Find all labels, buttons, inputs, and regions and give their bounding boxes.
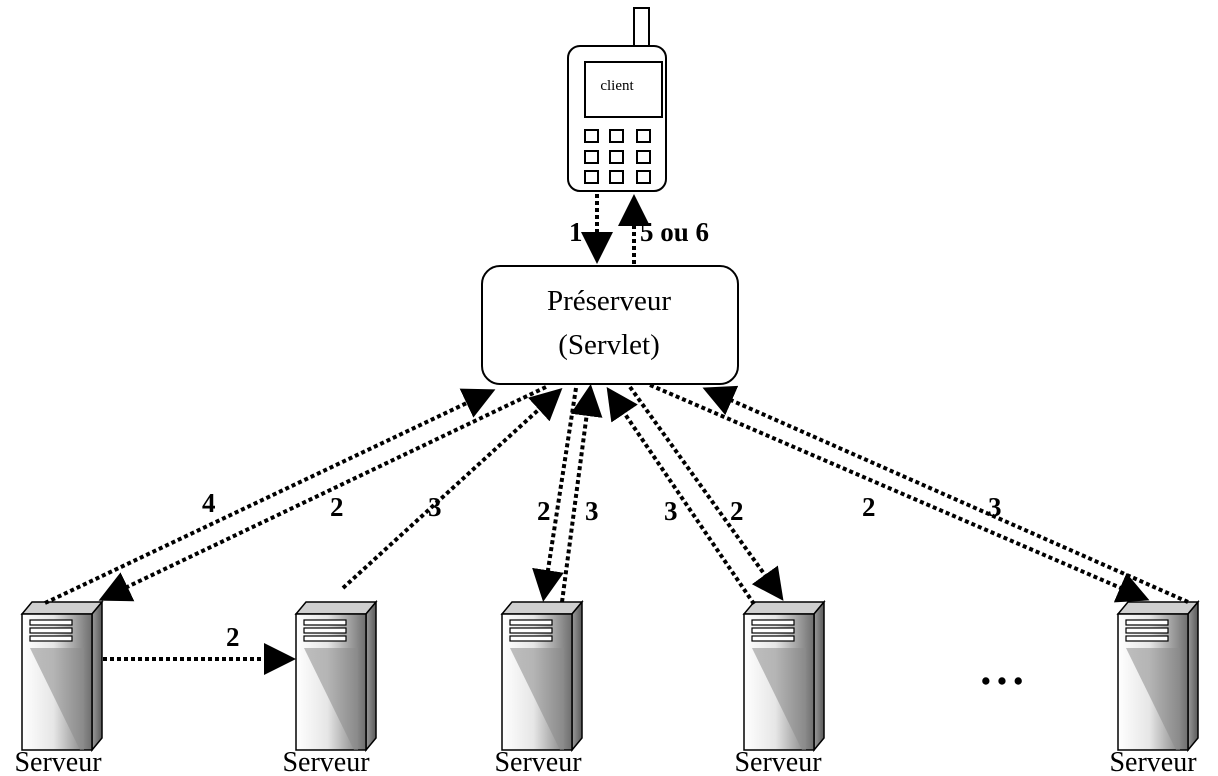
- label-flow-3-server4: 3: [664, 496, 678, 526]
- flow-server3-to-preserveur: [560, 384, 603, 603]
- preserveur-box: [481, 265, 739, 385]
- flow-server4-to-preserveur: [606, 387, 756, 606]
- phone-screen: [584, 61, 663, 118]
- label-flow-2-server4: 2: [730, 496, 744, 526]
- server-1-label: Serveur: [14, 747, 102, 776]
- label-flow-2-server1: 2: [330, 492, 344, 522]
- label-flow-1: 1: [569, 217, 583, 247]
- flow-preserveur-to-server3: [532, 387, 578, 602]
- server-3-label: Serveur: [494, 747, 582, 776]
- server-5-label: Serveur: [1109, 747, 1197, 776]
- preserveur-node: Préserveur (Servlet): [481, 265, 739, 385]
- label-flow-2-server5: 2: [862, 492, 876, 522]
- server-5: Serveur: [1109, 601, 1199, 776]
- label-flow-2-server2: 2: [226, 622, 240, 652]
- flow-preserveur-to-server5: [649, 383, 1150, 603]
- server-1: Serveur: [14, 601, 103, 776]
- flow-preserveur-to-server4: [628, 385, 784, 601]
- server-4-label: Serveur: [734, 747, 822, 776]
- server-2: Serveur: [282, 601, 377, 776]
- label-flow-4: 4: [202, 488, 216, 518]
- flow-server1-to-preserveur: [44, 388, 496, 605]
- label-flow-3-server5: 3: [988, 492, 1002, 522]
- label-flow-2-server3: 2: [537, 496, 551, 526]
- phone-screen-label: client: [600, 78, 634, 94]
- ellipsis-more-servers: • • •: [981, 666, 1023, 696]
- phone-keypad: [584, 129, 651, 184]
- flow-server2-to-preserveur: [341, 387, 563, 590]
- label-flow-3-server3: 3: [585, 496, 599, 526]
- server-2-label: Serveur: [282, 747, 370, 776]
- label-flow-3-server2: 3: [428, 492, 442, 522]
- label-flow-5-ou-6: 5 ou 6: [640, 217, 709, 247]
- preserveur-subtitle: (Servlet): [558, 329, 659, 361]
- flow-preserveur-to-server1: [98, 385, 547, 602]
- flow-server5-to-preserveur: [702, 385, 1189, 604]
- server-4: Serveur: [734, 601, 825, 776]
- server-3: Serveur: [494, 601, 583, 776]
- preserveur-title: Préserveur: [547, 285, 671, 317]
- client-phone: client: [567, 7, 667, 192]
